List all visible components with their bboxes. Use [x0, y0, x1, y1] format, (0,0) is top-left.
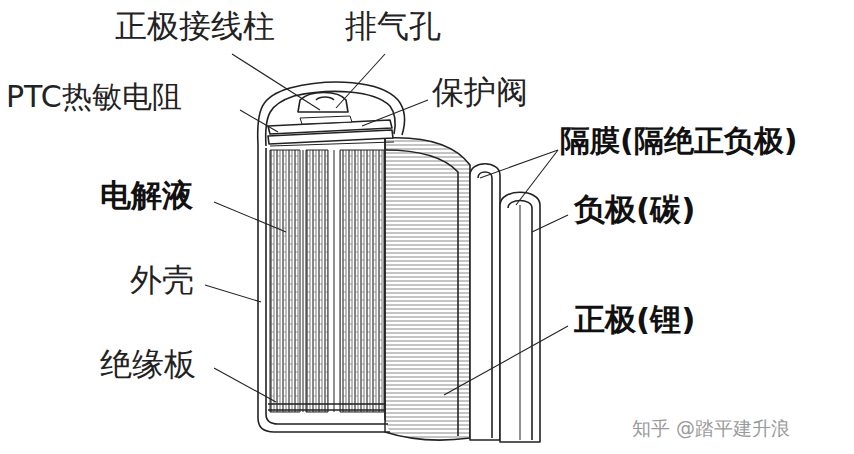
part-label: 正极(锂) — [574, 302, 695, 338]
part-label: 保护阀 — [432, 74, 528, 111]
leader-lines — [205, 54, 568, 402]
part-label: PTC热敏电阻 — [6, 80, 182, 115]
part-label: 排气孔 — [345, 8, 441, 45]
part-label: 绝缘板 — [100, 346, 196, 383]
part-label: 负极(碳) — [574, 192, 695, 228]
part-label: 隔膜(隔绝正负极) — [560, 124, 797, 159]
part-label: 正极接线柱 — [115, 8, 275, 45]
watermark: 知乎 @踏平建升浪 — [632, 418, 790, 440]
part-label: 电解液 — [100, 178, 193, 214]
part-label: 外壳 — [130, 262, 194, 299]
